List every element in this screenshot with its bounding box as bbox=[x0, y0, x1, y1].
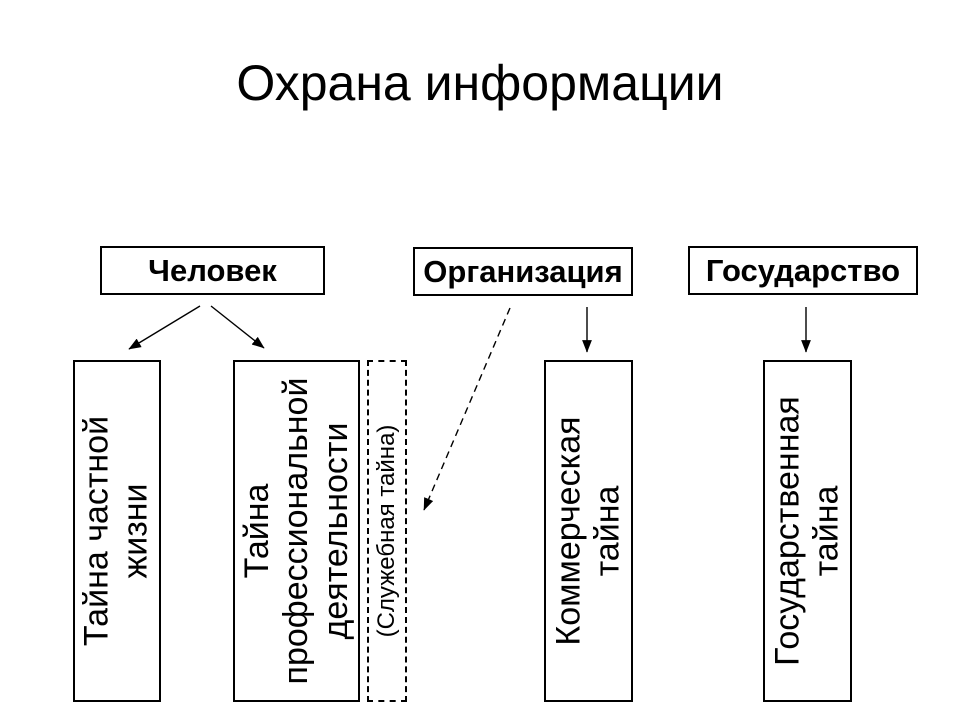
leaf-professional-box: Тайна профессиональной деятельности bbox=[233, 360, 360, 702]
leaf-state-secret-label: Государственная тайна bbox=[768, 396, 846, 666]
node-person: Человек bbox=[100, 246, 325, 295]
leaf-commercial-box: Коммерческая тайна bbox=[544, 360, 633, 702]
leaf-private-life-box: Тайна частной жизни bbox=[73, 360, 161, 702]
node-organization: Организация bbox=[413, 247, 633, 296]
slide-title: Охрана информации bbox=[236, 55, 724, 111]
leaf-official-label: (Служебная тайна) bbox=[373, 424, 401, 638]
leaf-private-life-label: Тайна частной жизни bbox=[77, 415, 155, 647]
leaf-official-box: (Служебная тайна) bbox=[367, 360, 407, 702]
node-state: Государство bbox=[688, 246, 918, 295]
edge-person-professional bbox=[210, 305, 265, 349]
node-person-label: Человек bbox=[148, 252, 277, 288]
edge-person-private-life bbox=[128, 305, 201, 350]
node-state-label: Государство bbox=[705, 252, 901, 288]
edge-organization-official-dashed bbox=[423, 307, 511, 511]
leaf-state-secret-box: Государственная тайна bbox=[763, 360, 852, 702]
node-organization-label: Организация bbox=[423, 253, 623, 289]
leaf-professional-label: Тайна профессиональной деятельности bbox=[237, 377, 355, 685]
leaf-commercial-label: Коммерческая тайна bbox=[549, 416, 627, 646]
